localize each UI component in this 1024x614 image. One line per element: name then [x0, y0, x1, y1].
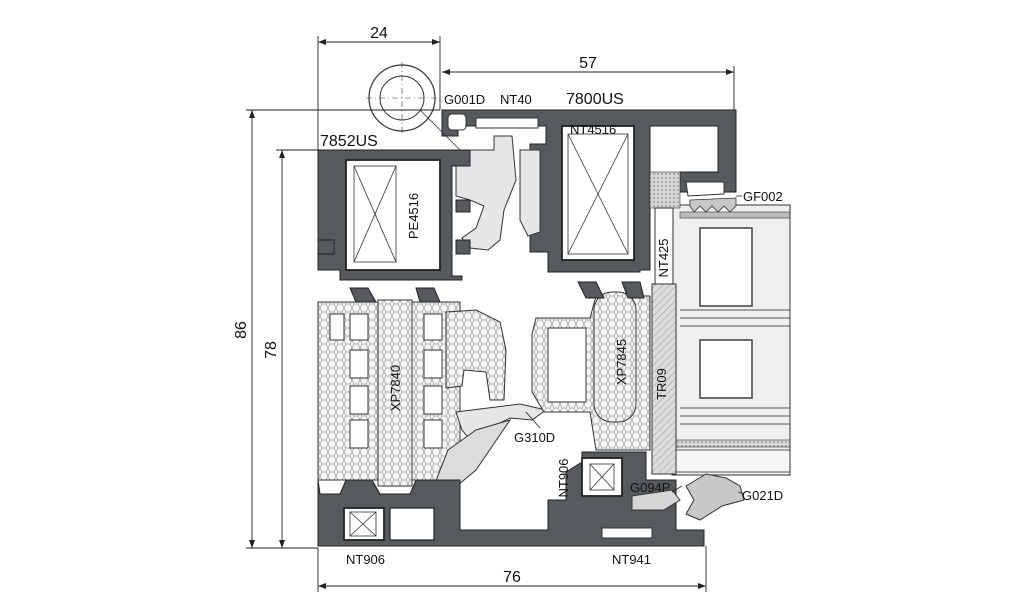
label-nt425: NT425	[656, 238, 671, 277]
dim-top-left: 24	[370, 25, 388, 42]
label-nt40: NT40	[500, 92, 532, 107]
label-g310d: G310D	[514, 430, 555, 445]
dimension-lines	[246, 36, 735, 592]
label-7800us: 7800US	[566, 91, 624, 108]
label-7852us: 7852US	[320, 133, 378, 150]
label-nt4516: NT4516	[570, 122, 616, 137]
gasket-g094p-g021d	[631, 473, 745, 521]
sash-7852us	[317, 149, 471, 281]
label-g001d: G001D	[444, 92, 485, 107]
hinge-axis	[366, 62, 461, 151]
thermal-barrier-xp7845	[531, 281, 651, 451]
label-g094p: G094P	[630, 480, 670, 495]
label-nt906-mid: NT906	[556, 458, 571, 497]
frame-bottom	[317, 451, 705, 547]
label-nt906-bottom: NT906	[346, 552, 385, 567]
label-g021d: G021D	[742, 488, 783, 503]
upper-gasket	[455, 135, 541, 251]
label-xp7845: XP7845	[614, 339, 629, 385]
glazing-bead	[649, 171, 737, 475]
label-pe4516: PE4516	[406, 193, 421, 239]
frame-7800us	[441, 109, 737, 273]
thermal-barrier-xp7840	[317, 287, 461, 487]
label-nt941: NT941	[612, 552, 651, 567]
label-xp7840: XP7840	[388, 365, 403, 411]
label-gf002: GF002	[743, 189, 783, 204]
dim-bottom: 76	[503, 569, 521, 586]
dim-top-right: 57	[579, 55, 597, 72]
dim-left-inner: 78	[263, 341, 280, 359]
leader-lines	[525, 195, 745, 495]
glazing-unit	[671, 204, 791, 476]
label-tr09: TR09	[654, 368, 669, 400]
dimension-arrows	[249, 39, 734, 589]
dim-left-outer: 86	[233, 321, 250, 339]
